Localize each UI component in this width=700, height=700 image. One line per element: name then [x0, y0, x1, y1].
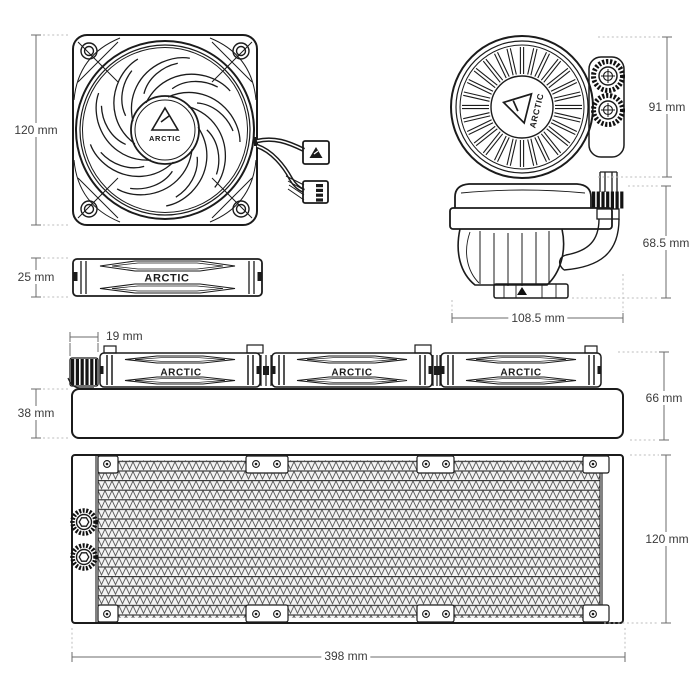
dimension-label-radiator-height: 120 mm — [642, 532, 692, 546]
dim-radiator-height — [604, 454, 671, 624]
arctic-logo-icon: ARCTIC — [501, 92, 546, 129]
dimension-label-fan-height: 120 mm — [11, 123, 61, 137]
fan-side-brand-text: ARCTIC — [144, 273, 189, 285]
radiator-end-tanks — [95, 455, 603, 623]
dimension-label-fitting-width: 19 mm — [103, 329, 146, 343]
hose-fitting-icon — [70, 508, 98, 536]
pump-fin-ring — [462, 47, 582, 167]
dimension-label-radiator-length: 398 mm — [321, 649, 371, 663]
radiator-fan3-brand-text: ARCTIC — [500, 368, 541, 379]
dimension-label-assembly-height: 66 mm — [642, 391, 686, 405]
daisy-chain-connector-icon — [302, 140, 330, 165]
pump-body — [457, 228, 565, 286]
pump-side-view — [449, 171, 624, 299]
pump-cap — [454, 183, 592, 208]
fan-side-view: ARCTIC — [72, 258, 263, 297]
dimension-label-pump-height: 68.5 mm — [639, 236, 693, 250]
mounting-screw-holes — [103, 460, 597, 618]
dimension-label-pump-width: 108.5 mm — [508, 311, 568, 325]
radiator-fin-core — [98, 460, 600, 618]
hose-fitting-icon — [67, 357, 99, 389]
pump-top-view: ARCTIC — [450, 35, 625, 179]
dimension-label-fan-thickness: 25 mm — [14, 270, 58, 284]
fan-junctions — [103, 344, 598, 386]
fan-front-view: ARCTIC — [72, 34, 330, 226]
fan-blades — [81, 48, 248, 215]
fan-cables — [254, 137, 306, 201]
dimension-label-radiator-thickness: 38 mm — [14, 406, 58, 420]
hose-fitting-icon — [591, 59, 625, 93]
pump-fins — [479, 231, 550, 286]
pwm-connector-icon — [302, 180, 329, 204]
radiator-top-assembly-view: ARCTIC ARCTIC ARCTIC — [67, 344, 624, 439]
dimension-label-pump-diameter: 91 mm — [645, 100, 689, 114]
dimension-lines — [31, 34, 672, 662]
arctic-logo-icon: ARCTIC — [149, 106, 181, 143]
radiator-fan1-brand-text: ARCTIC — [160, 368, 201, 379]
hose-fitting-icon — [591, 93, 625, 127]
pump-top-tube — [599, 171, 618, 192]
hose-fitting-icon — [70, 543, 98, 571]
radiator-front-view — [70, 454, 624, 624]
dim-fitting-width — [69, 332, 99, 356]
pump-base — [493, 283, 569, 299]
fan-hub-brand-text: ARCTIC — [149, 134, 181, 143]
hose-elbow — [559, 218, 620, 271]
radiator-side-body — [71, 388, 624, 439]
radiator-fan2-brand-text: ARCTIC — [331, 368, 372, 379]
fan-screw-holes — [80, 42, 250, 218]
